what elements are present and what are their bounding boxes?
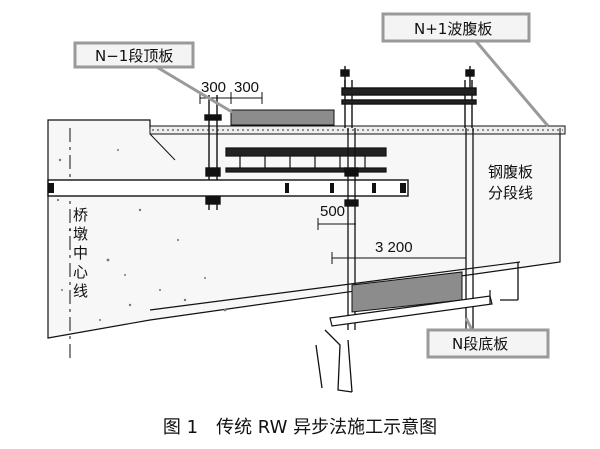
pier-center-line-label: 桥 墩 中 心 线: [73, 206, 88, 300]
dim-300-left: 300: [201, 79, 226, 96]
callout-n-plus-1-text: N+1波腹板: [414, 20, 492, 38]
dim-500: 500: [320, 203, 345, 220]
svg-text:线: 线: [73, 282, 88, 300]
main-beam-ribs: [48, 183, 406, 193]
callout-n-bottom: N段底板: [426, 328, 550, 359]
steel-web-line-label-2: 分段线: [488, 184, 533, 202]
svg-text:心: 心: [73, 263, 88, 281]
main-beam: [47, 179, 409, 197]
dimension-lines: [199, 92, 467, 264]
steel-web-line-label-1: 钢腹板: [488, 163, 533, 181]
callout-leaders: [149, 39, 550, 331]
callout-n-minus-1-text: N−1段顶板: [95, 47, 173, 65]
svg-text:中: 中: [73, 244, 88, 262]
web-haunch: [149, 133, 176, 161]
upper-frame: [340, 66, 477, 128]
callout-n-bottom-text: N段底板: [452, 335, 508, 353]
lower-cradle: [315, 329, 353, 393]
end-hook: [500, 262, 519, 301]
n-minus-1-top-plate-block: [230, 109, 335, 126]
form-truss: [225, 147, 387, 173]
dim-3200: 3 200: [375, 239, 413, 256]
callout-n-plus-1: N+1波腹板: [381, 12, 531, 43]
svg-text:墩: 墩: [73, 225, 88, 243]
figure-caption: 图 1 传统 RW 异步法施工示意图: [163, 417, 437, 438]
dim-300-right: 300: [234, 79, 259, 96]
bottom-form: [329, 295, 493, 327]
callout-n-minus-1: N−1段顶板: [73, 41, 195, 69]
svg-text:桥: 桥: [73, 206, 88, 224]
girder-bottom-line: [149, 261, 521, 311]
